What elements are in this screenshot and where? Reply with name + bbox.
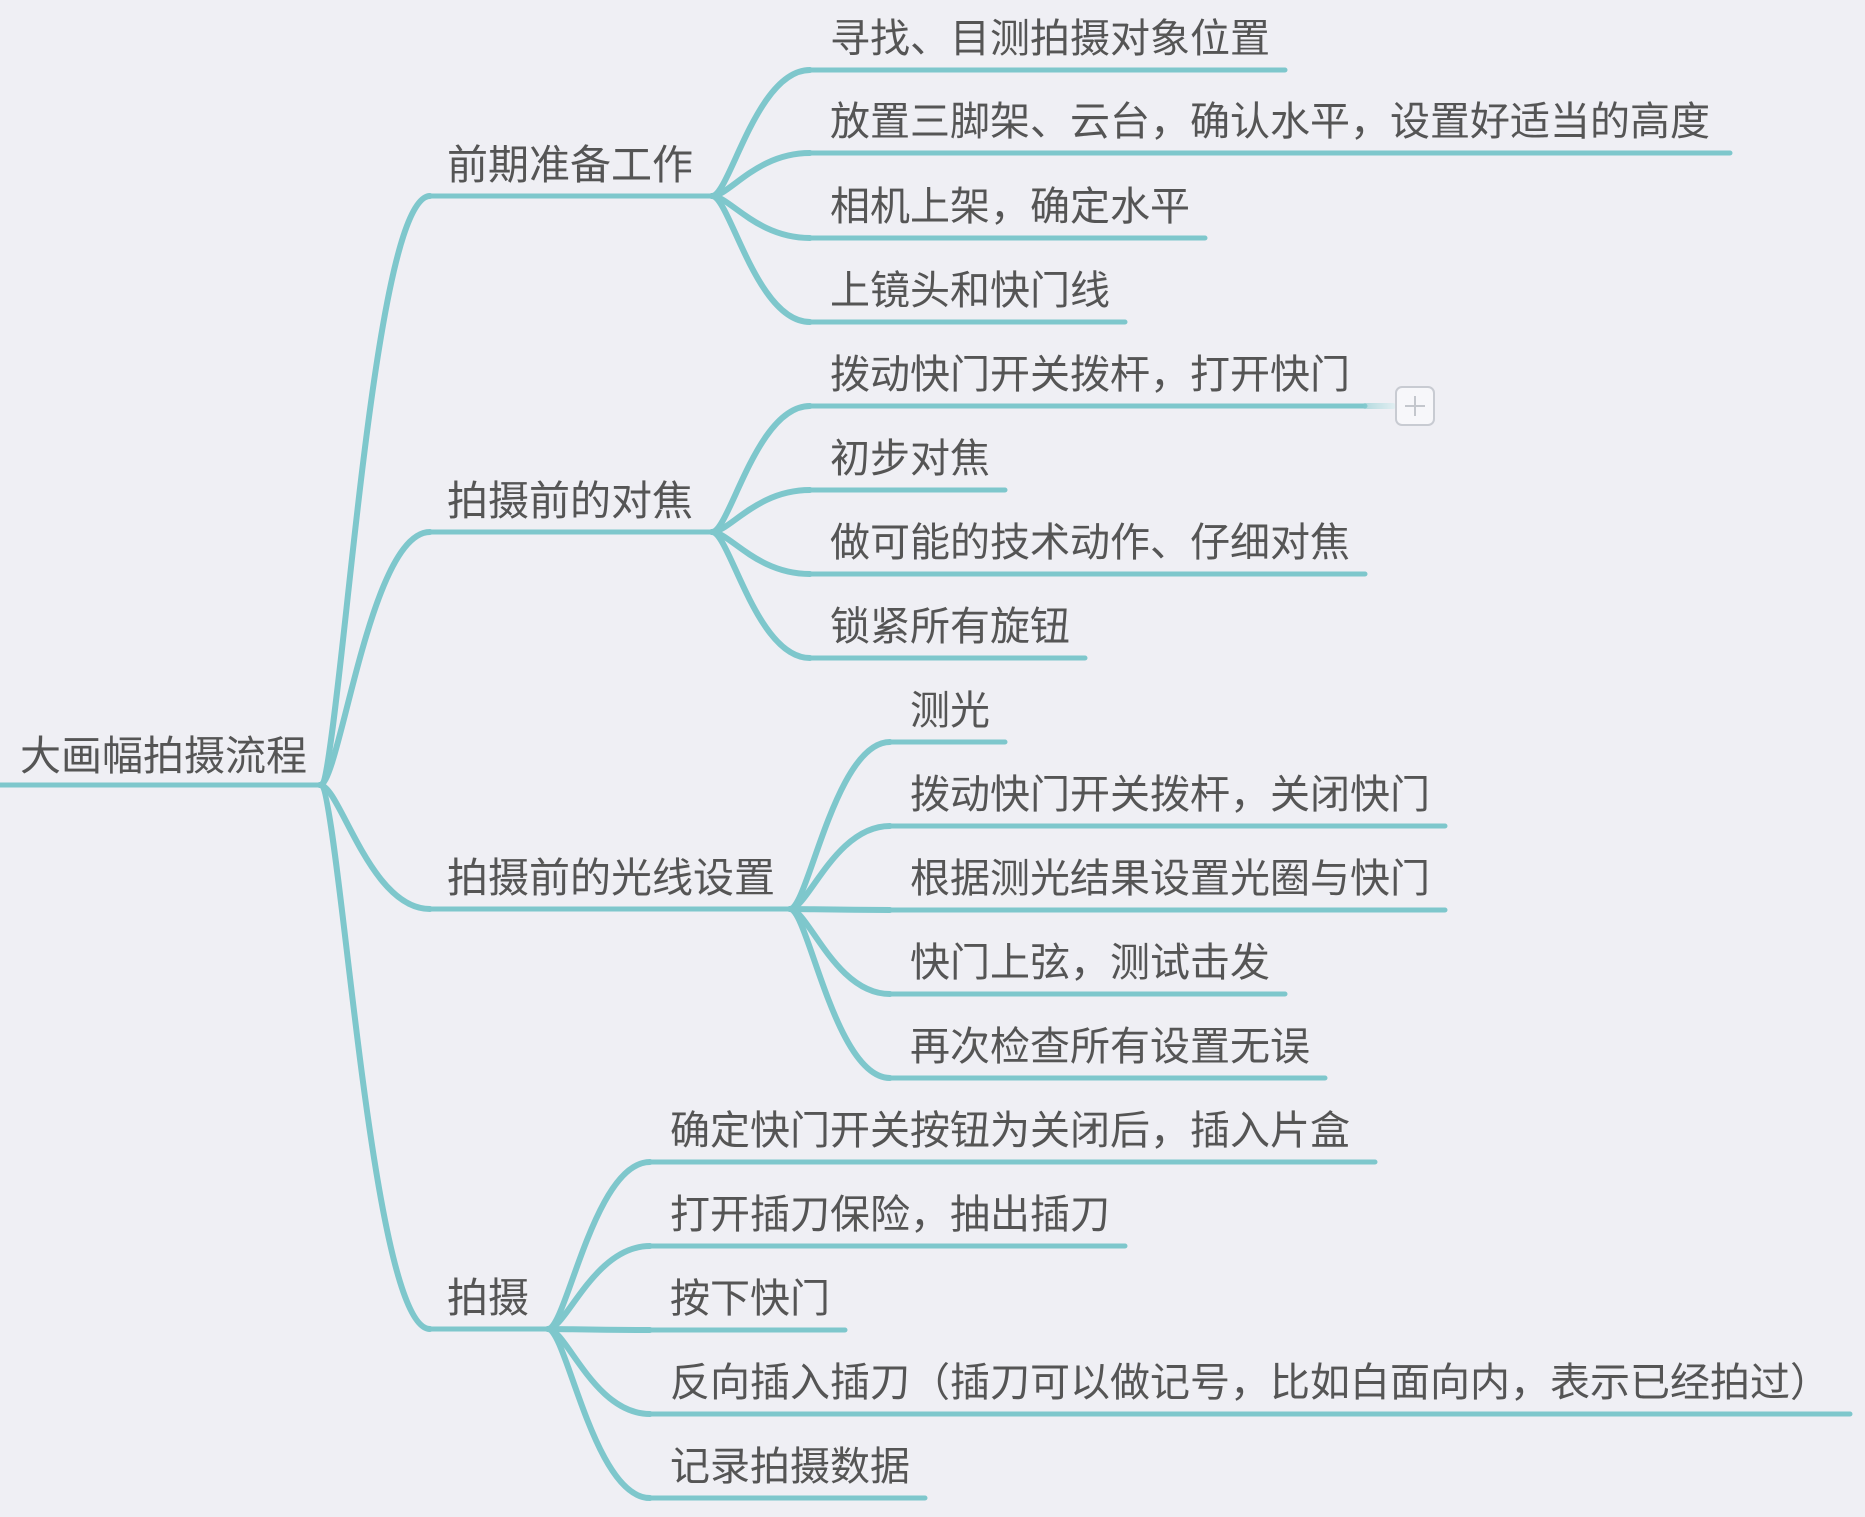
leaf-node-2-3[interactable]: 做可能的技术动作、仔细对焦 <box>830 520 1350 566</box>
leaf-node-4-2[interactable]: 打开插刀保险，抽出插刀 <box>670 1192 1110 1238</box>
leaf-connector-3-4 <box>787 906 893 997</box>
branch-node-2[interactable]: 拍摄前的对焦 <box>447 477 693 525</box>
collapse-connector <box>1362 403 1396 409</box>
branch-node-1[interactable]: 前期准备工作 <box>447 141 693 189</box>
leaf-node-4-4[interactable]: 反向插入插刀（插刀可以做记号，比如白面向内，表示已经拍过） <box>670 1360 1830 1406</box>
leaf-connector-4-3 <box>545 1326 653 1333</box>
leaf-node-1-1[interactable]: 寻找、目测拍摄对象位置 <box>830 16 1270 62</box>
leaf-node-3-4[interactable]: 快门上弦，测试击发 <box>910 940 1270 986</box>
leaf-connector-4-2 <box>545 1243 653 1332</box>
leaf-node-2-1[interactable]: 拨动快门开关拨杆，打开快门 <box>830 352 1350 398</box>
branch-connector-1 <box>317 193 433 788</box>
leaf-node-4-1[interactable]: 确定快门开关按钮为关闭后，插入片盒 <box>670 1108 1350 1154</box>
leaf-node-3-2[interactable]: 拨动快门开关拨杆，关闭快门 <box>910 772 1430 818</box>
leaf-node-3-3[interactable]: 根据测光结果设置光圈与快门 <box>910 856 1430 902</box>
branch-node-3[interactable]: 拍摄前的光线设置 <box>447 854 775 902</box>
branch-node-4[interactable]: 拍摄 <box>447 1274 529 1322</box>
root-node[interactable]: 大画幅拍摄流程 <box>20 732 307 780</box>
branch-connector-4 <box>317 782 433 1332</box>
leaf-node-1-4[interactable]: 上镜头和快门线 <box>830 268 1110 314</box>
leaf-node-2-4[interactable]: 锁紧所有旋钮 <box>830 604 1070 650</box>
leaf-connector-2-4 <box>709 529 813 661</box>
leaf-connector-3-5 <box>787 906 893 1081</box>
leaf-connector-1-1 <box>709 67 813 199</box>
leaf-node-1-3[interactable]: 相机上架，确定水平 <box>830 184 1190 230</box>
leaf-node-3-5[interactable]: 再次检查所有设置无误 <box>910 1024 1310 1070</box>
expand-plus-icon[interactable] <box>1395 386 1435 426</box>
leaf-node-3-1[interactable]: 测光 <box>910 688 990 734</box>
leaf-node-1-2[interactable]: 放置三脚架、云台，确认水平，设置好适当的高度 <box>830 99 1710 145</box>
branch-connector-2 <box>317 529 433 788</box>
leaf-node-2-2[interactable]: 初步对焦 <box>830 436 990 482</box>
leaf-connector-3-2 <box>787 823 893 912</box>
leaf-node-4-5[interactable]: 记录拍摄数据 <box>670 1444 910 1490</box>
leaf-connector-4-5 <box>545 1326 653 1501</box>
leaf-connector-1-4 <box>709 193 813 325</box>
leaf-connector-2-1 <box>709 403 813 535</box>
leaf-connector-3-3 <box>787 906 893 913</box>
leaf-connector-4-4 <box>545 1326 653 1417</box>
leaf-node-4-3[interactable]: 按下快门 <box>670 1276 830 1322</box>
branch-connector-3 <box>317 782 433 912</box>
